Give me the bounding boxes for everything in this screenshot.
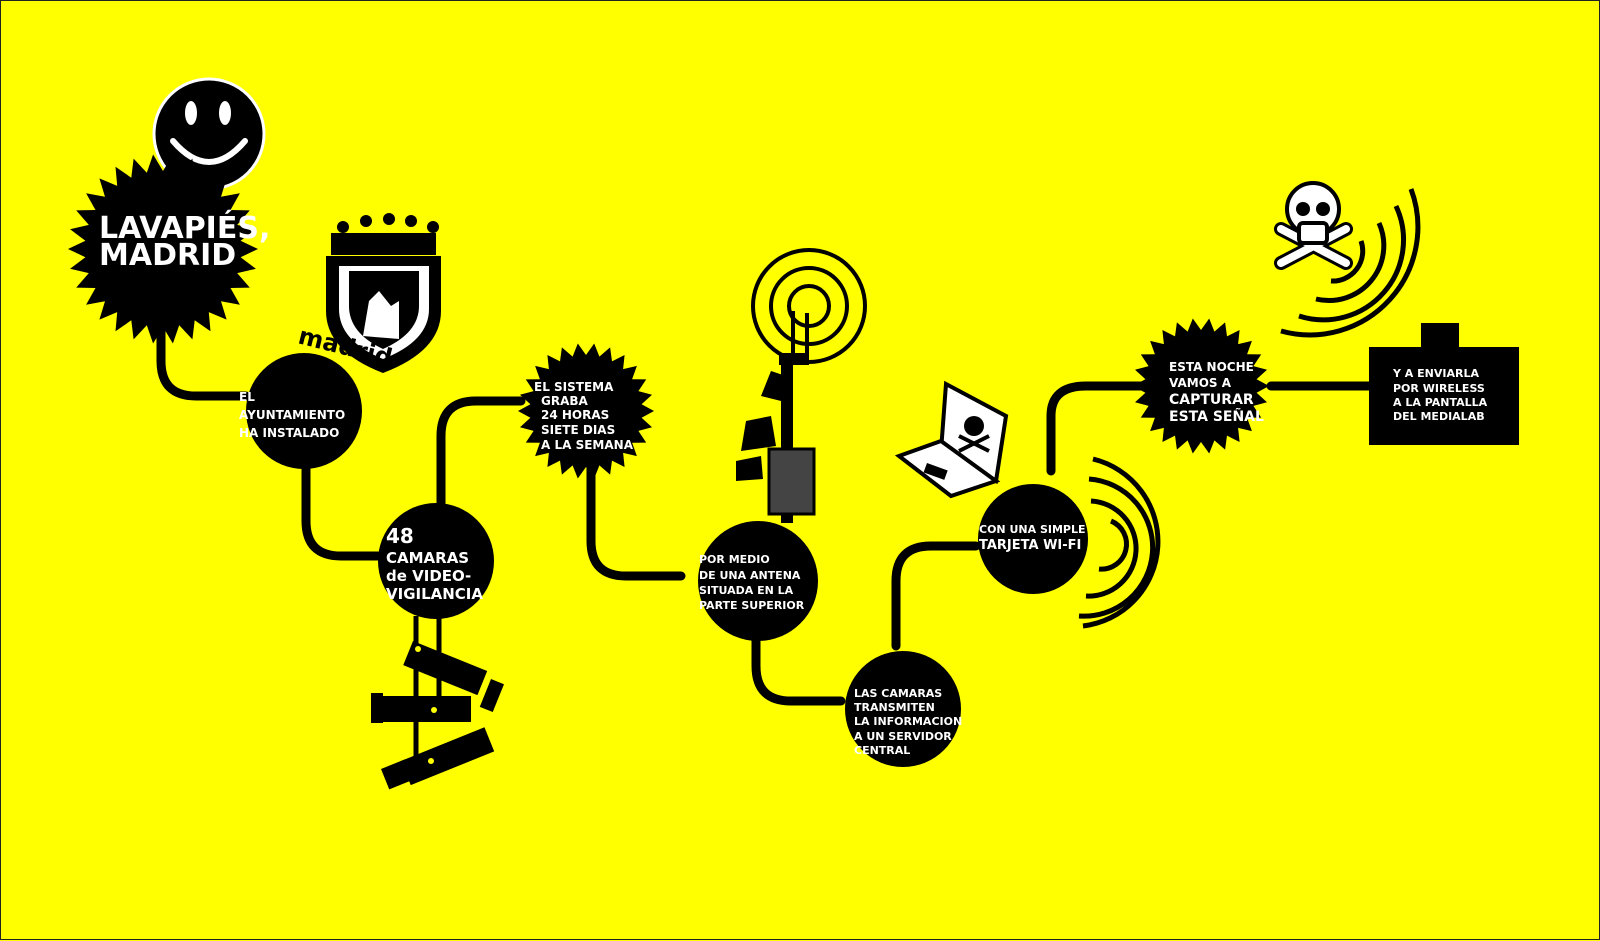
title-line-1: LAVAPIÉS, [99, 210, 270, 246]
node-wifi-line-2: TARJETA WI-FI [979, 538, 1081, 553]
node-antena-line-2: DE UNA ANTENA [699, 569, 801, 582]
node-medialab-line-1: Y A ENVIARLA [1392, 367, 1479, 380]
antenna-icon [736, 311, 816, 523]
node-captura-line-1: ESTA NOCHE [1169, 360, 1254, 374]
node-sistema-line-2: GRABA [541, 394, 589, 408]
node-camaras [378, 503, 494, 619]
node-captura-line-2: VAMOS A [1169, 376, 1232, 390]
node-antena-line-1: POR MEDIO [699, 553, 770, 566]
battery-icon [1369, 323, 1519, 445]
node-servidor-line-3: LA INFORMACION [854, 715, 962, 728]
node-camaras-line-2: CAMARAS [386, 549, 469, 567]
node-antena-line-4: PARTE SUPERIOR [699, 599, 805, 612]
node-servidor-line-4: A UN SERVIDOR [854, 730, 952, 743]
wireless-signal-icon [1280, 188, 1421, 338]
node-sistema-line-1: EL SISTEMA [534, 380, 614, 394]
node-sistema-line-5: A LA SEMANA [541, 438, 634, 452]
flow-connector [156, 296, 1391, 706]
node-sistema-line-3: 24 HORAS [541, 408, 609, 422]
node-captura-line-3: CAPTURAR [1169, 392, 1254, 408]
laptop-icon [894, 380, 1009, 499]
node-captura [1133, 318, 1269, 454]
node-servidor-line-1: LAS CAMARAS [854, 687, 942, 700]
node-ayuntamiento [246, 353, 362, 469]
node-medialab-line-2: POR WIRELESS [1393, 382, 1485, 395]
wireless-signal-icon [1078, 456, 1161, 629]
node-servidor-line-5: CENTRAL [854, 744, 910, 757]
node-antena-line-3: SITUADA EN LA [699, 584, 794, 597]
node-captura-line-4: ESTA SEÑAL [1169, 408, 1264, 425]
node-sistema [518, 343, 654, 479]
node-ayuntamiento-line-3: HA INSTALADO [239, 426, 339, 440]
madrid-coat-of-arms-icon [326, 213, 441, 373]
node-sistema-line-4: SIETE DIAS [541, 423, 615, 437]
node-wifi-line-1: CON UNA SIMPLE [979, 523, 1086, 536]
node-ayuntamiento-line-1: EL [239, 390, 255, 404]
skull-crossbones-icon [1274, 181, 1353, 270]
cctv-camera-icon [371, 616, 504, 790]
node-antena [698, 521, 818, 641]
node-wifi [978, 484, 1088, 594]
title-line-2: MADRID [99, 238, 236, 273]
node-servidor-line-2: TRANSMITEN [854, 701, 935, 714]
node-camaras-line-4: VIGILANCIA [386, 585, 483, 603]
node-medialab-line-4: DEL MEDIALAB [1393, 410, 1485, 423]
node-camaras-line-3: de VIDEO- [386, 567, 471, 585]
node-ayuntamiento-line-2: AYUNTAMIENTO [239, 408, 345, 422]
node-camaras-line-1: 48 [386, 524, 414, 548]
node-medialab-line-3: A LA PANTALLA [1393, 396, 1488, 409]
node-servidor [845, 651, 961, 767]
title-starburst [68, 154, 258, 344]
